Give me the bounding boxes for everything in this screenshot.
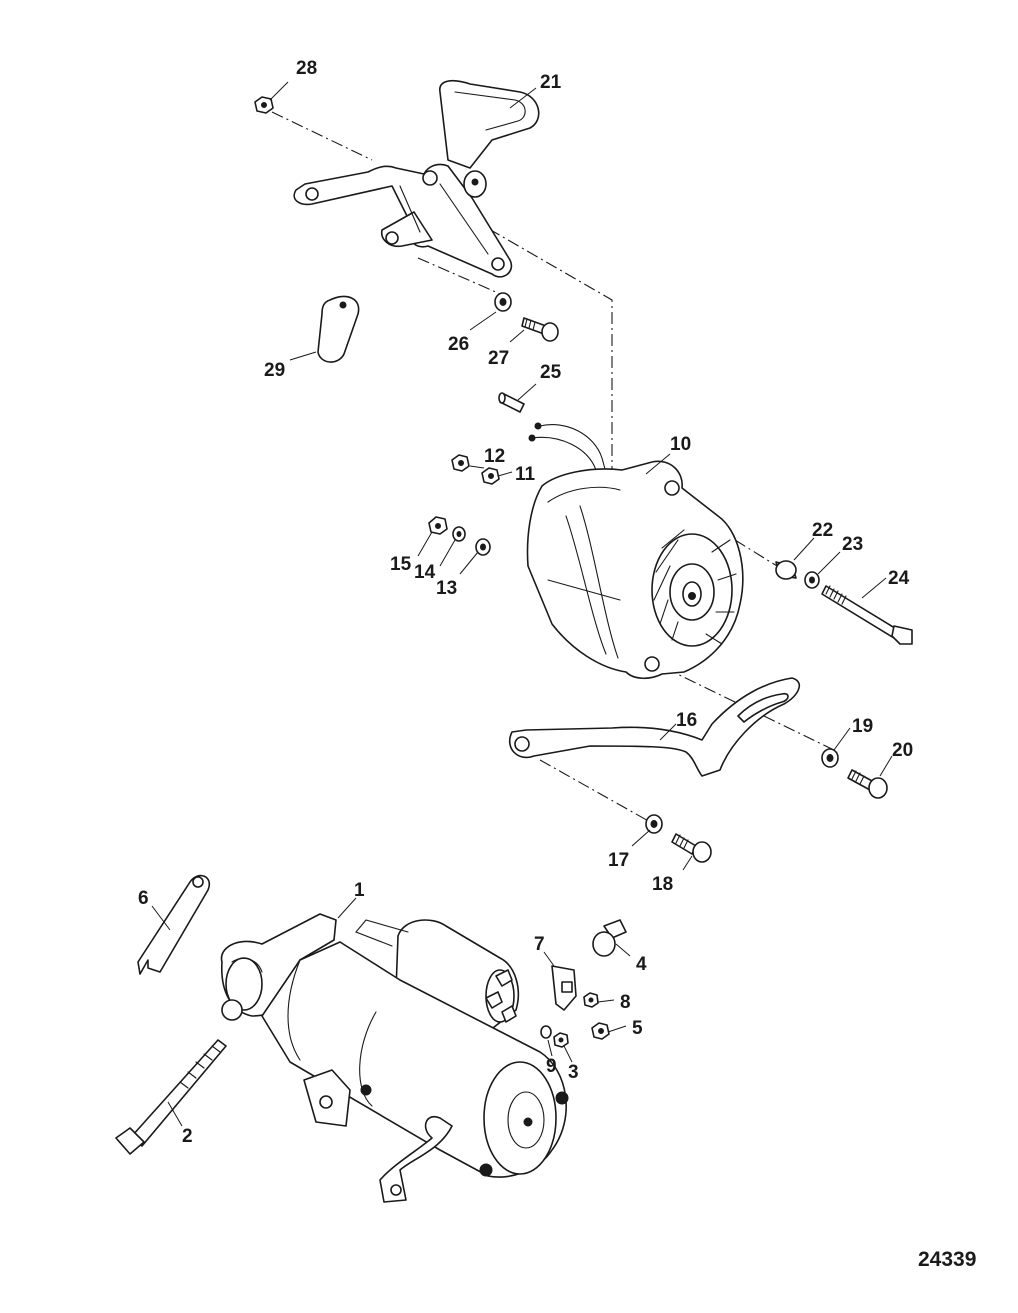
spacer-pin-part-25	[498, 392, 525, 413]
callout-28: 28	[296, 58, 317, 79]
callout-17: 17	[608, 850, 629, 871]
callout-13: 13	[436, 578, 457, 599]
callout-11: 11	[515, 464, 536, 485]
callout-4: 4	[636, 954, 647, 975]
alternator-part-10	[526, 422, 744, 680]
callout-15: 15	[390, 554, 412, 575]
terminal-clip-part-7	[551, 965, 577, 1011]
nut-part-12	[451, 454, 470, 472]
callout-8: 8	[620, 992, 631, 1013]
callout-21: 21	[540, 72, 562, 93]
drawing-number: 24339	[918, 1248, 976, 1271]
washer-part-17	[645, 814, 663, 834]
bolt-part-18	[671, 833, 712, 863]
callout-2: 2	[182, 1126, 193, 1147]
callout-25: 25	[540, 362, 562, 383]
bracket-plate-part-6	[137, 874, 211, 975]
callout-1: 1	[354, 880, 365, 901]
callout-7: 7	[534, 934, 545, 955]
callout-9: 9	[546, 1056, 557, 1077]
callout-23: 23	[842, 534, 863, 555]
washer-part-26	[494, 292, 512, 312]
callout-24: 24	[888, 568, 910, 589]
callout-3: 3	[568, 1062, 579, 1083]
callout-26: 26	[448, 334, 469, 355]
bolt-part-20	[847, 769, 888, 799]
callout-20: 20	[892, 740, 913, 761]
adjusting-brace-part-16	[509, 677, 801, 777]
callout-6: 6	[138, 888, 149, 909]
callout-5: 5	[632, 1018, 643, 1039]
bolt-part-24	[821, 585, 913, 645]
callout-16: 16	[676, 710, 697, 731]
spacer-part-22	[775, 560, 797, 580]
washer-part-13	[475, 538, 491, 556]
washer-part-19	[821, 748, 839, 768]
clip-part-29	[317, 295, 360, 363]
nut-part-3	[553, 1032, 569, 1048]
washer-part-9	[540, 1025, 552, 1039]
callout-labels: 1 2 3 4 5 6 7 8 9 10 11 12 13 14 15 16 1…	[138, 58, 913, 1147]
terminal-boot-part-4	[592, 919, 627, 957]
callout-leaders	[151, 81, 893, 1127]
washer-part-23	[804, 571, 820, 589]
nut-part-5	[591, 1022, 610, 1040]
callout-29: 29	[264, 360, 285, 381]
mounting-bracket-part-21	[293, 79, 540, 278]
starter-motor-part-1	[220, 913, 569, 1203]
callout-12: 12	[484, 446, 505, 467]
callout-18: 18	[652, 874, 673, 895]
nut-part-8	[583, 992, 599, 1008]
washer-part-14	[452, 526, 466, 542]
bolt-part-27	[521, 317, 559, 342]
callout-10: 10	[670, 434, 691, 455]
nut-part-28	[254, 96, 274, 114]
nut-part-11	[481, 467, 500, 485]
nut-part-15	[428, 516, 448, 535]
callout-14: 14	[414, 562, 436, 583]
callout-19: 19	[852, 716, 873, 737]
bolt-part-2	[115, 1039, 227, 1155]
callout-22: 22	[812, 520, 833, 541]
callout-27: 27	[488, 348, 509, 369]
